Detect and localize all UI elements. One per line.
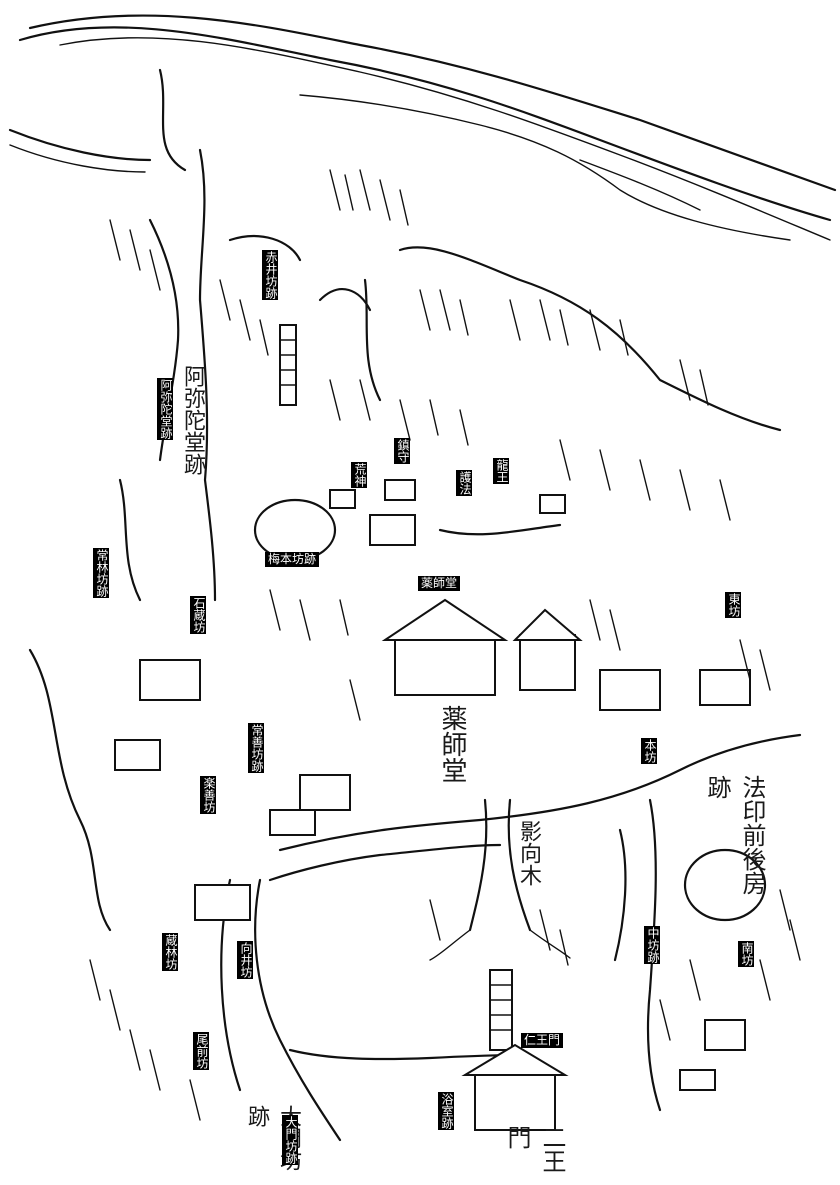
hand-label-niomon: 二王門 (503, 1125, 566, 1173)
label-yokushitsu: 浴室跡 (438, 1092, 454, 1130)
mountain-ridges (28, 68, 782, 932)
stairway (279, 324, 513, 1051)
river (8, 14, 837, 241)
hand-label-amida: 阿弥陀堂跡 (180, 365, 205, 475)
label-umemoto: 梅本坊跡 (265, 552, 320, 567)
tree-trunk (429, 798, 571, 961)
label-minamibo: 南坊 (738, 941, 754, 967)
label-kojin: 荒神 (351, 462, 367, 488)
hand-label-yakushi: 薬師堂 (437, 705, 467, 783)
label-higashibo: 東坊 (725, 592, 741, 618)
label-kurabayashi: 蔵林坊 (162, 933, 178, 971)
label-goho: 護法 (456, 470, 472, 496)
hand-label-kagemuko: 影向木 (516, 820, 541, 886)
label-rakuzen: 楽善坊 (200, 776, 216, 814)
label-yakushido: 薬師堂 (418, 576, 461, 591)
label-jorinbo: 常林坊跡 (93, 548, 109, 598)
label-sekizo: 石蔵坊 (190, 596, 206, 634)
hand-label-hoin: 法印前後房跡 (703, 775, 766, 895)
trees (89, 169, 801, 1121)
label-daimon: 大門坊跡 (282, 1115, 298, 1165)
buildings (114, 479, 751, 1131)
label-nakabo: 中坊跡 (644, 926, 660, 964)
label-bizen: 尾前坊 (193, 1032, 209, 1070)
label-niomon: 仁王門 (521, 1033, 564, 1048)
label-chinju: 鎮守 (394, 438, 410, 464)
label-honbo: 本坊 (641, 738, 657, 764)
label-amidado: 阿弥陀堂跡 (157, 378, 173, 440)
label-akaibo: 赤井坊跡 (262, 250, 278, 300)
label-ryuo: 龍王 (493, 458, 509, 484)
label-mukai: 向井坊 (237, 941, 253, 979)
label-tokiwa: 常善坊跡 (248, 723, 264, 773)
